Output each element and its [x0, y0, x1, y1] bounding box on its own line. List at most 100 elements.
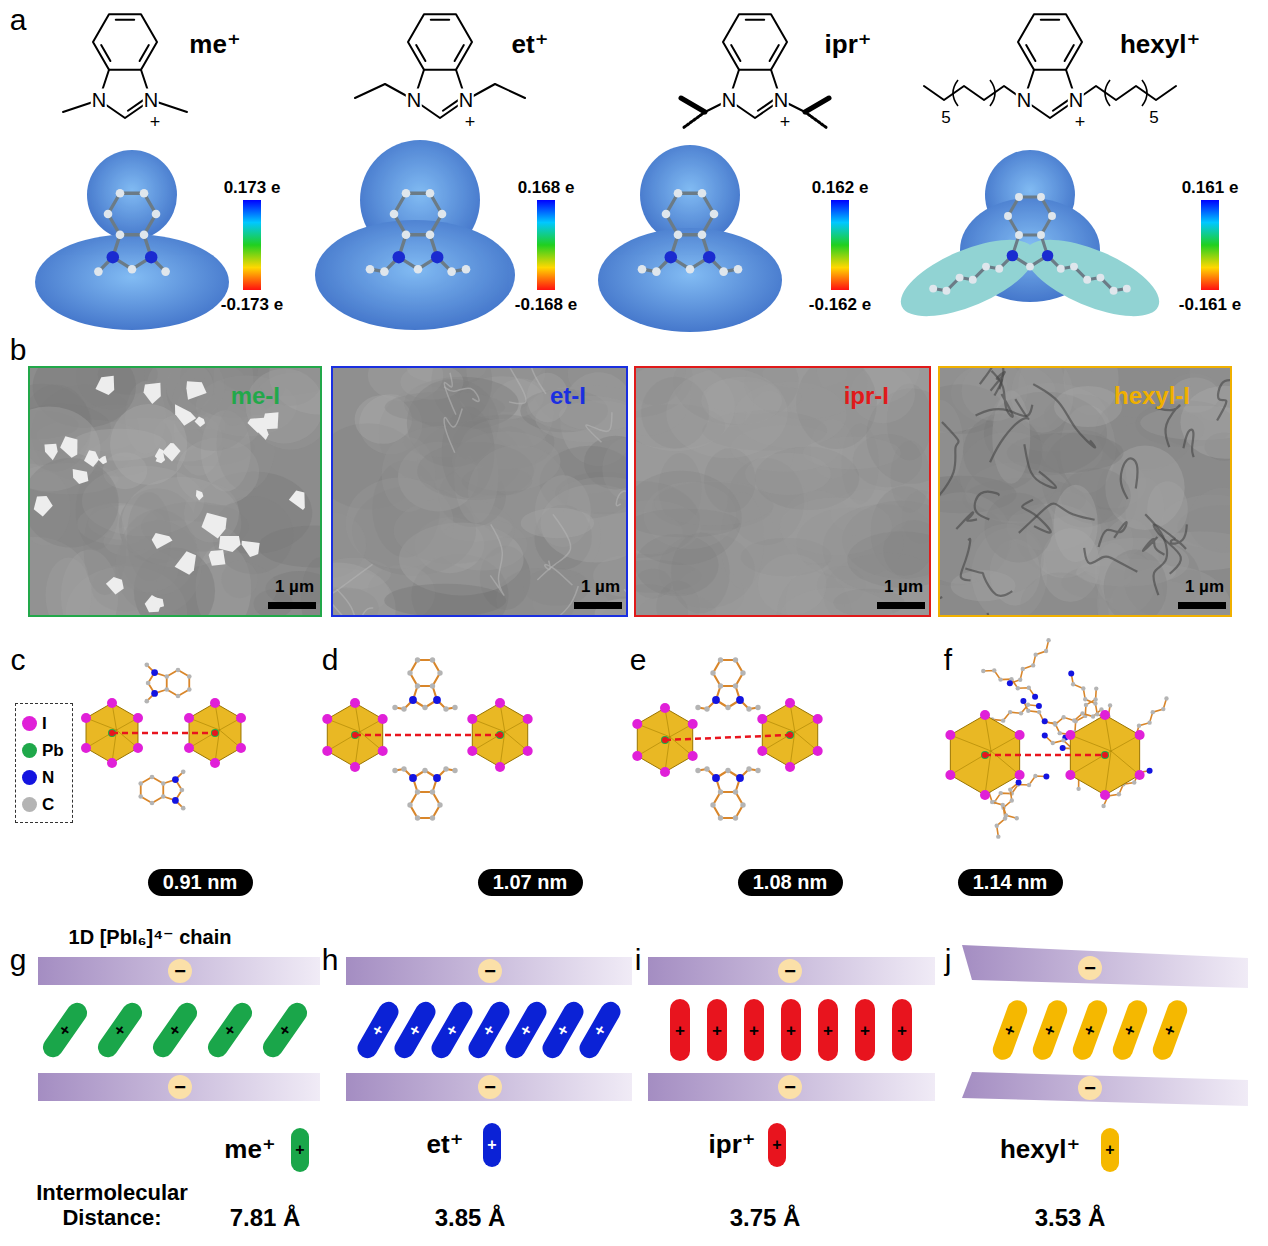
pbi6-chain-band [38, 1073, 320, 1101]
atom [1033, 652, 1037, 656]
grain [758, 554, 827, 615]
bright-grain [95, 376, 114, 395]
lead-atom [786, 731, 794, 739]
cation-model [695, 657, 760, 711]
charge-sign: + [823, 1022, 833, 1039]
atom [1101, 804, 1105, 808]
chain-label: 1D [PbI₆]⁴⁻ chain [69, 926, 232, 949]
atom [725, 705, 730, 710]
grain [1189, 488, 1232, 553]
cation-name: hexyl⁺ [1120, 30, 1200, 60]
legend-box: IPbNC [15, 703, 73, 823]
atom [1015, 816, 1019, 820]
bond-line [128, 100, 143, 110]
atom [1016, 686, 1020, 690]
atom [733, 657, 738, 662]
charge-label: + [149, 112, 162, 133]
nitrogen-atom [151, 690, 158, 697]
atom [392, 768, 397, 773]
lead-atom [661, 736, 669, 744]
sem-image [938, 366, 1232, 617]
distance-value: 3.53 Å [1035, 1204, 1106, 1232]
scale-label: 1 µm [884, 577, 923, 597]
grain-boundary [938, 597, 960, 617]
sample-label: me-I [231, 382, 280, 410]
alkyl-chain [981, 668, 1038, 700]
repeat-count: 5 [1148, 108, 1159, 128]
bright-grain [196, 490, 203, 500]
sem-panel: ipr-I1 µm [634, 366, 931, 617]
iodine-atom [350, 762, 360, 772]
atom [415, 789, 420, 794]
distance-end [109, 730, 115, 736]
atom [426, 189, 435, 198]
charge-sign: + [443, 1020, 460, 1040]
atom [181, 769, 186, 774]
stick [1048, 256, 1127, 291]
grain [1147, 481, 1188, 536]
esp-lobe [891, 224, 1045, 332]
distance-value: 1.08 nm [753, 871, 827, 894]
atom [718, 657, 723, 662]
atom [1061, 715, 1065, 719]
panel-letter: f [944, 643, 952, 678]
atom [992, 668, 996, 672]
stick [1010, 640, 1049, 683]
grain-boundary [938, 422, 959, 502]
atom [401, 706, 406, 711]
nitrogen-atom [172, 797, 179, 804]
atom [1053, 722, 1057, 726]
cation-pill: + [259, 999, 311, 1061]
atom [746, 766, 751, 771]
charge-sign: + [480, 1020, 497, 1040]
stick [163, 780, 182, 801]
charge-sign: + [1042, 1020, 1057, 1039]
stick [148, 673, 167, 694]
scale-bar [877, 602, 925, 609]
esp-lobe [35, 234, 229, 330]
charge-sign: + [517, 1020, 534, 1040]
pbi6-chain-band [346, 1073, 632, 1101]
atom [144, 662, 149, 667]
grain-boundary [961, 539, 971, 580]
charge-label: + [779, 112, 792, 133]
atom [430, 789, 435, 794]
pbi6-octahedron [945, 710, 1024, 800]
atom [956, 274, 964, 282]
nitrogen-atom [712, 774, 720, 782]
atom [392, 705, 397, 710]
sem-image [331, 366, 628, 617]
lead-atom [211, 729, 219, 737]
iodine-atom [945, 730, 955, 740]
atom-label: N [721, 89, 737, 112]
grain-boundary [508, 366, 526, 404]
grain-boundary [537, 586, 578, 617]
atom [140, 230, 149, 239]
charge-sign: + [487, 1137, 496, 1153]
atom [995, 824, 999, 828]
charge-sign: + [1105, 1142, 1114, 1158]
octahedron-edge [1070, 735, 1111, 751]
lead-atom [351, 731, 359, 739]
atom [652, 267, 661, 276]
bond-line [683, 112, 705, 128]
bright-grain [242, 541, 260, 557]
atom [740, 670, 745, 675]
octahedron-face [637, 708, 692, 772]
atom [438, 210, 447, 219]
distance-pill: 0.91 nm [148, 869, 253, 896]
cation-pill: + [818, 999, 838, 1061]
distance-pill: 1.07 nm [478, 869, 583, 896]
bond-line [758, 100, 773, 110]
esp-lobe [87, 150, 177, 240]
atom [1096, 274, 1104, 282]
cation-model [144, 662, 191, 703]
distance-end [787, 732, 793, 738]
nitrogen-atom [145, 251, 157, 263]
iodine-atom [757, 714, 767, 724]
atom [164, 674, 169, 679]
atom [1007, 680, 1013, 686]
atom [1026, 709, 1030, 713]
legend-entry: Pb [22, 737, 72, 764]
bright-grain [247, 417, 269, 432]
